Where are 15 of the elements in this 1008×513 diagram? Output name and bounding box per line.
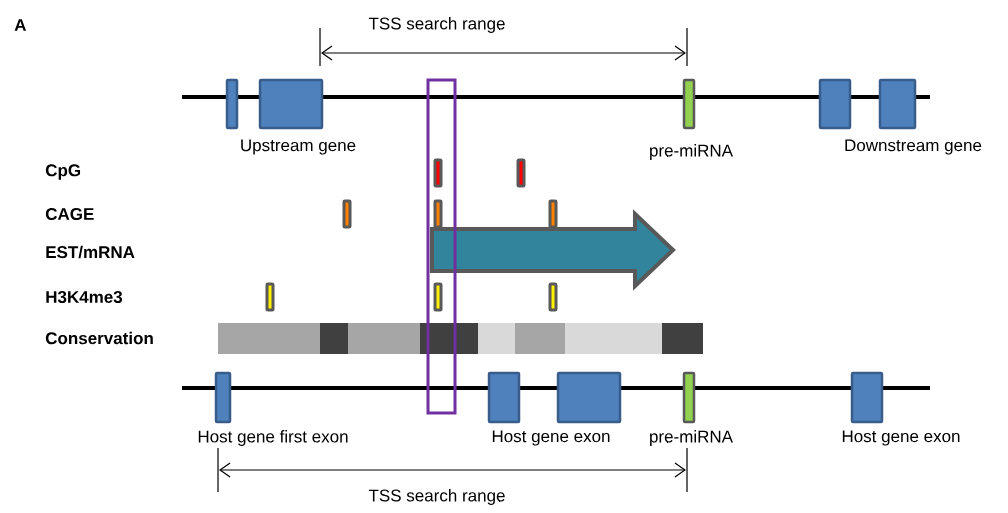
track-label: Conservation (45, 331, 153, 345)
gene-label: Host gene exon (842, 430, 960, 446)
track-label: CAGE (45, 207, 94, 220)
gene-label: Host gene exon (492, 430, 610, 446)
track-label: H3K4me3 (46, 290, 123, 303)
gene-label: pre-miRNA (650, 144, 733, 160)
gene-label: Host gene first exon (198, 430, 348, 446)
gene-label: pre-miRNA (650, 430, 733, 446)
panel-letter: A (14, 19, 27, 31)
range-label: TSS search range (368, 489, 505, 505)
range-label: TSS search range (368, 17, 505, 33)
track-label: CpG (45, 164, 81, 180)
track-label: EST/mRNA (46, 245, 135, 259)
gene-label: Upstream gene (241, 139, 356, 155)
gene-label: Downstream gene (845, 139, 982, 155)
